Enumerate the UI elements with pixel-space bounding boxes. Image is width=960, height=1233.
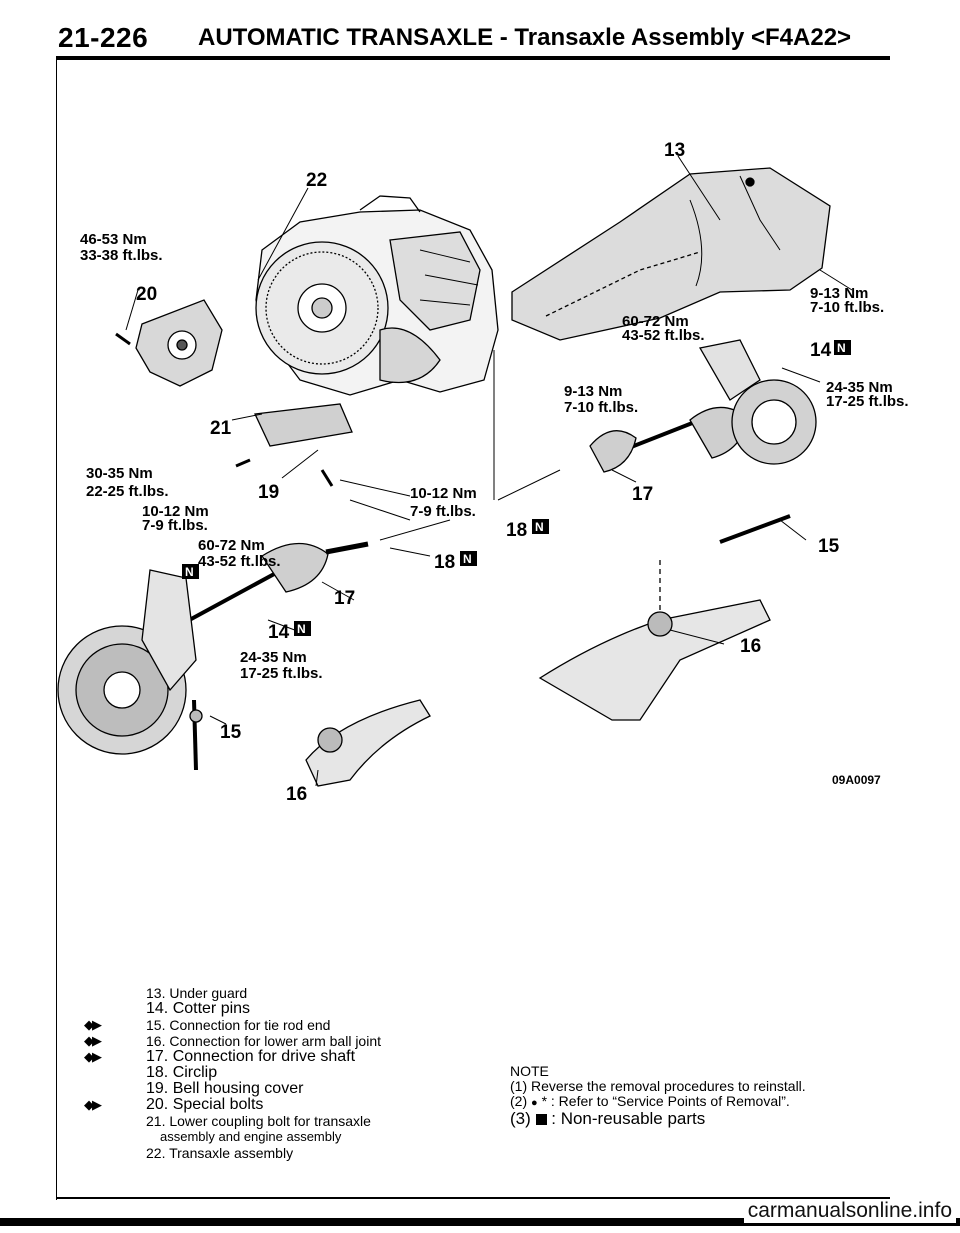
legend-item: 14. Cotter pins: [146, 1000, 251, 1017]
page-number: 21-226: [58, 22, 149, 53]
torque-1-ftlbs: 33-38 ft.lbs.: [80, 247, 163, 264]
torque-3-ftlbs: 7-9 ft.lbs.: [142, 517, 208, 534]
n-mark-18-left: [460, 551, 477, 566]
note-line-1: (1) Reverse the removal procedures to re…: [510, 1078, 806, 1094]
torque-labels: 46-53 Nm 33-38 ft.lbs. 30-35 Nm 22-25 ft…: [80, 231, 909, 682]
legend-item: ◆▶17. Connection for drive shaft: [84, 1048, 356, 1065]
non-reusable-icon: [535, 1114, 547, 1126]
callout-21: 21: [210, 418, 232, 439]
footer-watermark[interactable]: carmanualsonline.info: [743, 1199, 956, 1223]
torque-8-nm: 9-13 Nm: [810, 285, 868, 302]
right-hub-shaft-drawing: [589, 339, 817, 473]
torque-4-ftlbs: 7-9 ft.lbs.: [410, 503, 476, 520]
torque-8-ftlbs: 7-10 ft.lbs.: [810, 299, 884, 316]
torque-1-nm: 46-53 Nm: [80, 231, 147, 248]
parts-legend: 13. Under guard 14. Cotter pins ◆▶15. Co…: [84, 985, 382, 1161]
legend-item: 19. Bell housing cover: [146, 1080, 304, 1097]
torque-4-nm: 10-12 Nm: [410, 485, 477, 502]
torque-9-nm: 9-13 Nm: [564, 383, 622, 400]
callout-15-left: 15: [220, 722, 242, 743]
callout-15-right: 15: [818, 536, 840, 557]
svg-text:N: N: [297, 622, 306, 636]
right-tie-rod-lower-arm-drawing: [538, 514, 791, 721]
note-line-3: (3) : Non-reusable parts: [510, 1109, 706, 1128]
torque-3-nm: 10-12 Nm: [142, 503, 209, 520]
n-mark-18-right: [532, 519, 549, 534]
torque-2-nm: 30-35 Nm: [86, 465, 153, 482]
legend-item: 13. Under guard: [146, 985, 248, 1001]
note-heading: NOTE: [510, 1063, 549, 1079]
callout-20: 20: [136, 284, 157, 305]
bell-housing-cover-drawing: [235, 403, 353, 487]
torque-2-ftlbs: 22-25 ft.lbs.: [86, 483, 169, 500]
note-block: NOTE (1) Reverse the removal procedures …: [510, 1063, 806, 1128]
left-hub-disc-drawing: [57, 569, 197, 755]
torque-10-ftlbs: 17-25 ft.lbs.: [826, 393, 909, 410]
n-mark-14-right: [834, 340, 851, 355]
bullet-icon: ●: [531, 1097, 538, 1109]
n-mark-nut: [182, 564, 199, 579]
figure-code: 09A0097: [832, 773, 881, 787]
torque-7-ftlbs: 43-52 ft.lbs.: [622, 327, 705, 344]
torque-10-nm: 24-35 Nm: [826, 379, 893, 396]
torque-6-nm: 24-35 Nm: [240, 649, 307, 666]
legend-item: ◆▶15. Connection for tie rod end: [84, 1017, 331, 1033]
under-guard-drawing: [511, 167, 831, 341]
legend-item: 18. Circlip: [146, 1064, 218, 1081]
callout-22: 22: [306, 170, 327, 191]
callout-18-left: 18: [434, 552, 455, 573]
svg-text:N: N: [535, 520, 544, 534]
callout-17-left: 17: [334, 588, 355, 609]
footer-rule: [56, 1197, 890, 1199]
callout-16-right: 16: [740, 636, 761, 657]
callout-14-right: 14: [810, 340, 832, 361]
legend-item: 21. Lower coupling bolt for transaxle: [146, 1113, 371, 1129]
torque-5-ftlbs: 43-52 ft.lbs.: [198, 553, 281, 570]
margin-rule: [56, 60, 57, 1200]
callout-17-right: 17: [632, 484, 653, 505]
svg-text:N: N: [185, 565, 194, 579]
callout-numbers: 22 13 20 21 19 18 18 17 17 14 14 15 15 1…: [136, 140, 840, 805]
service-point-mark: ◆▶: [84, 1017, 102, 1032]
legend-item: ◆▶16. Connection for lower arm ball join…: [84, 1033, 382, 1049]
left-tie-rod-lower-arm-drawing: [189, 699, 431, 787]
callout-16-left: 16: [286, 784, 307, 805]
transaxle-assembly-drawing: [255, 195, 499, 396]
service-point-mark: ◆▶: [84, 1049, 102, 1064]
non-reusable-marks: N N N N N: [182, 340, 851, 636]
torque-6-ftlbs: 17-25 ft.lbs.: [240, 665, 323, 682]
legend-item: ◆▶20. Special bolts: [84, 1096, 264, 1113]
legend-item: 22. Transaxle assembly: [146, 1145, 294, 1161]
n-mark-14-left: [294, 621, 311, 636]
legend-item: assembly and engine assembly: [160, 1129, 342, 1144]
leader-lines: [125, 155, 853, 787]
torque-5-nm: 60-72 Nm: [198, 537, 265, 554]
special-bolt-plate-drawing: [115, 299, 223, 387]
header-rule: [56, 56, 890, 60]
callout-19: 19: [258, 482, 279, 503]
svg-text:N: N: [837, 341, 846, 355]
service-point-mark: ◆▶: [84, 1033, 102, 1048]
page-title: AUTOMATIC TRANSAXLE - Transaxle Assembly…: [198, 24, 852, 51]
service-point-mark: ◆▶: [84, 1097, 102, 1112]
note-line-2: (2) ● * : Refer to “Service Points of Re…: [510, 1093, 790, 1110]
torque-7-nm: 60-72 Nm: [622, 313, 689, 330]
callout-18-right: 18: [506, 520, 527, 541]
callout-13: 13: [664, 140, 685, 161]
svg-text:N: N: [463, 552, 472, 566]
callout-14-left: 14: [268, 622, 290, 643]
page-header: 21-226 AUTOMATIC TRANSAXLE - Transaxle A…: [0, 0, 960, 60]
left-drive-shaft-drawing: [181, 541, 369, 626]
torque-9-ftlbs: 7-10 ft.lbs.: [564, 399, 638, 416]
footer-bar: [0, 1218, 960, 1226]
